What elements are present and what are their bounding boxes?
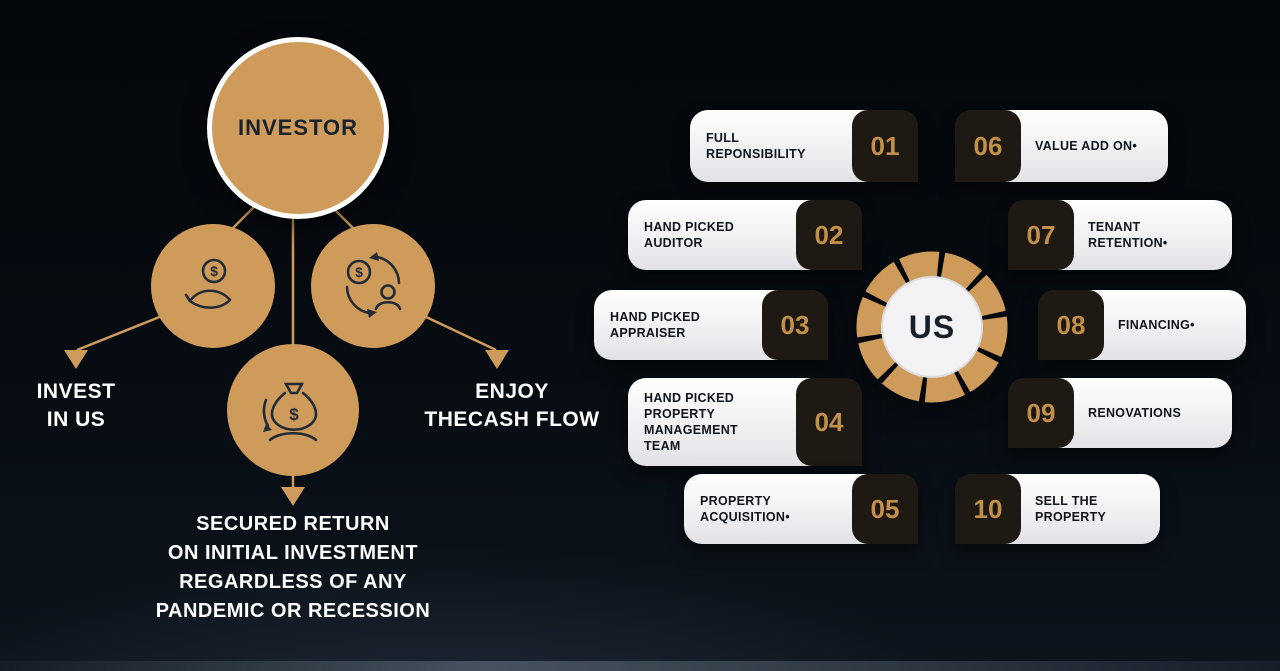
item-number-badge: 10	[955, 474, 1021, 544]
invest-in-us-label: INVEST IN US	[36, 380, 116, 432]
investor-label: INVESTOR	[237, 115, 359, 140]
list-item: HAND PICKED AUDITOR 02	[628, 200, 862, 270]
item-number-badge: 08	[1038, 290, 1104, 360]
item-number: 07	[1026, 219, 1056, 250]
list-item: HAND PICKED PROPERTY MANAGEMENT TEAM 04	[628, 378, 862, 466]
item-number-badge: 07	[1008, 200, 1074, 270]
item-label: HAND PICKED PROPERTY MANAGEMENT TEAM	[644, 390, 738, 454]
scalloped-ring-icon	[856, 251, 1008, 403]
cash-exchange-circle: $	[311, 224, 435, 348]
svg-text:$: $	[210, 263, 218, 279]
list-item: 09 RENOVATIONS	[1008, 378, 1232, 448]
connector-line	[76, 314, 163, 352]
item-number-badge: 09	[1008, 378, 1074, 448]
item-number-badge: 05	[852, 474, 918, 544]
list-item: 06 VALUE ADD ON•	[955, 110, 1168, 182]
item-number: 04	[814, 406, 844, 437]
item-label: VALUE ADD ON•	[1035, 138, 1138, 153]
item-number: 08	[1056, 309, 1086, 340]
item-number: 05	[870, 493, 900, 524]
item-number: 10	[973, 493, 1003, 524]
down-arrow-icon	[485, 350, 509, 369]
list-item: FULL REPONSIBILITY 01	[690, 110, 918, 182]
svg-text:$: $	[355, 264, 363, 280]
item-number: 02	[814, 219, 844, 250]
down-arrow-icon	[64, 350, 88, 369]
list-item: 10 SELL THE PROPERTY	[955, 474, 1160, 544]
item-label: SELL THE PROPERTY	[1035, 493, 1107, 524]
connector-line	[423, 314, 497, 352]
item-number: 03	[780, 309, 810, 340]
hand-coin-icon: $	[184, 258, 232, 309]
money-bag-hand-icon: $	[262, 382, 318, 442]
money-bag-circle: $	[227, 344, 359, 476]
item-number: 09	[1026, 397, 1056, 428]
item-label: HAND PICKED AUDITOR	[644, 219, 735, 250]
secured-return-label: SECURED RETURN ON INITIAL INVESTMENT REG…	[155, 513, 431, 622]
investor-circle: INVESTOR	[207, 37, 389, 219]
item-number-badge: 01	[852, 110, 918, 182]
enjoy-cash-flow-label: ENJOY THECASH FLOW	[424, 380, 600, 432]
item-label: TENANT RETENTION•	[1088, 219, 1168, 250]
item-label: PROPERTY ACQUISITION•	[700, 493, 790, 524]
item-label: HAND PICKED APPRAISER	[610, 309, 701, 340]
item-number-badge: 04	[796, 378, 862, 466]
bottom-edge-highlight	[0, 661, 1280, 671]
item-number: 06	[973, 130, 1003, 161]
item-number: 01	[870, 130, 900, 161]
us-center-circle: US	[847, 242, 1017, 412]
list-item: HAND PICKED APPRAISER 03	[594, 290, 828, 360]
hand-coin-circle: $	[151, 224, 275, 348]
list-item: 08 FINANCING•	[1038, 290, 1246, 360]
cash-exchange-icon: $	[345, 252, 402, 318]
list-item: PROPERTY ACQUISITION• 05	[684, 474, 918, 544]
list-item: 07 TENANT RETENTION•	[1008, 200, 1232, 270]
connector-lines	[64, 202, 509, 506]
item-label: FINANCING•	[1118, 317, 1195, 332]
item-label: FULL REPONSIBILITY	[706, 130, 806, 161]
item-label: RENOVATIONS	[1088, 405, 1182, 420]
item-number-badge: 06	[955, 110, 1021, 182]
svg-text:$: $	[289, 405, 299, 424]
item-number-badge: 03	[762, 290, 828, 360]
us-label: US	[908, 308, 956, 345]
item-number-badge: 02	[796, 200, 862, 270]
down-arrow-icon	[281, 487, 305, 506]
